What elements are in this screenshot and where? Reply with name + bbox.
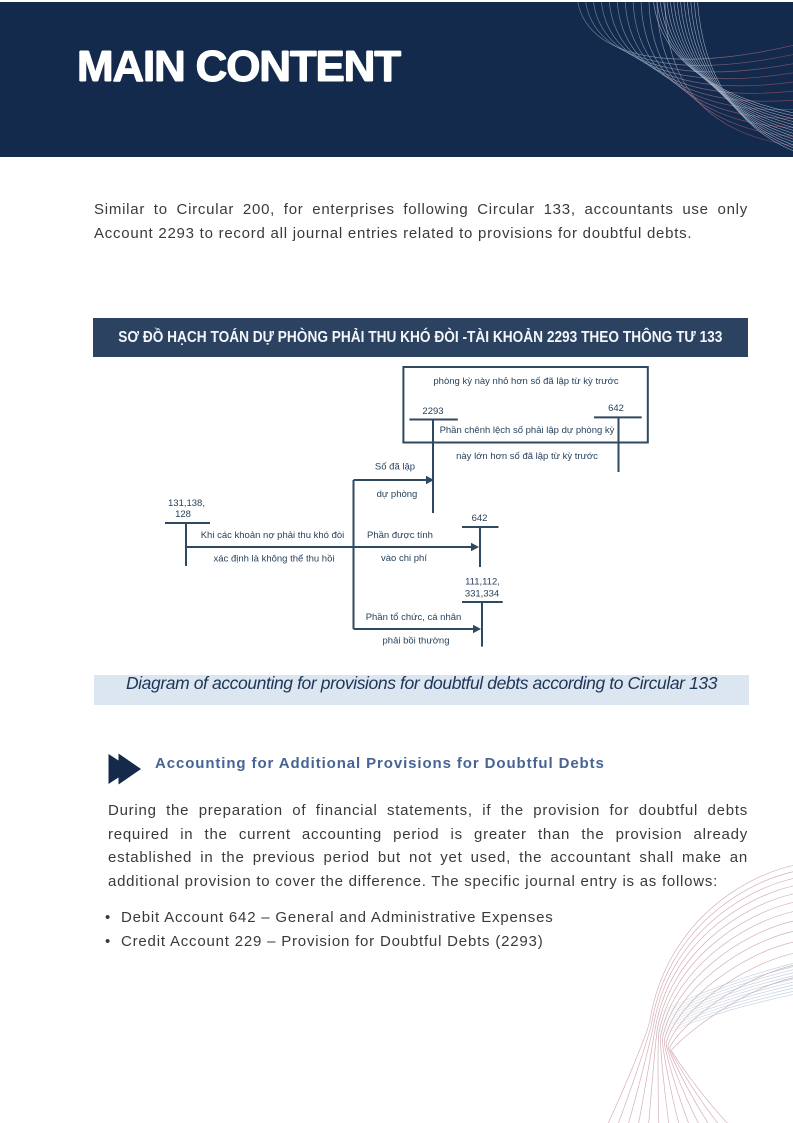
svg-text:331,334: 331,334 <box>465 589 499 600</box>
svg-text:xác định là không thể thu hồi: xác định là không thể thu hồi <box>214 554 335 565</box>
svg-text:Phần tổ chức, cá nhân: Phần tổ chức, cá nhân <box>366 612 462 623</box>
svg-text:này lớn hơn số đã lập từ kỳ tr: này lớn hơn số đã lập từ kỳ trước <box>456 451 598 462</box>
svg-text:Khi các khoản nợ phải thu khó: Khi các khoản nợ phải thu khó đòi <box>201 530 345 541</box>
svg-text:vào chi phí: vào chi phí <box>381 553 427 564</box>
svg-text:Phần được tính: Phần được tính <box>367 530 433 541</box>
svg-text:phải bồi thường: phải bồi thường <box>383 636 450 647</box>
svg-text:phòng kỳ này nhỏ hơn số đã lập: phòng kỳ này nhỏ hơn số đã lập từ kỳ trư… <box>433 376 618 387</box>
svg-text:dự phòng: dự phòng <box>377 489 418 500</box>
svg-text:642: 642 <box>472 513 488 524</box>
svg-text:Phần chênh lệch số phải lập dự: Phần chênh lệch số phải lập dự phòng kỳ <box>440 425 615 436</box>
svg-text:642: 642 <box>608 403 624 414</box>
svg-text:Số đã lập: Số đã lập <box>375 462 415 473</box>
svg-text:2293: 2293 <box>422 406 443 417</box>
svg-text:111,112,: 111,112, <box>465 577 500 588</box>
svg-text:128: 128 <box>175 509 191 520</box>
svg-text:131,138,: 131,138, <box>168 498 205 509</box>
